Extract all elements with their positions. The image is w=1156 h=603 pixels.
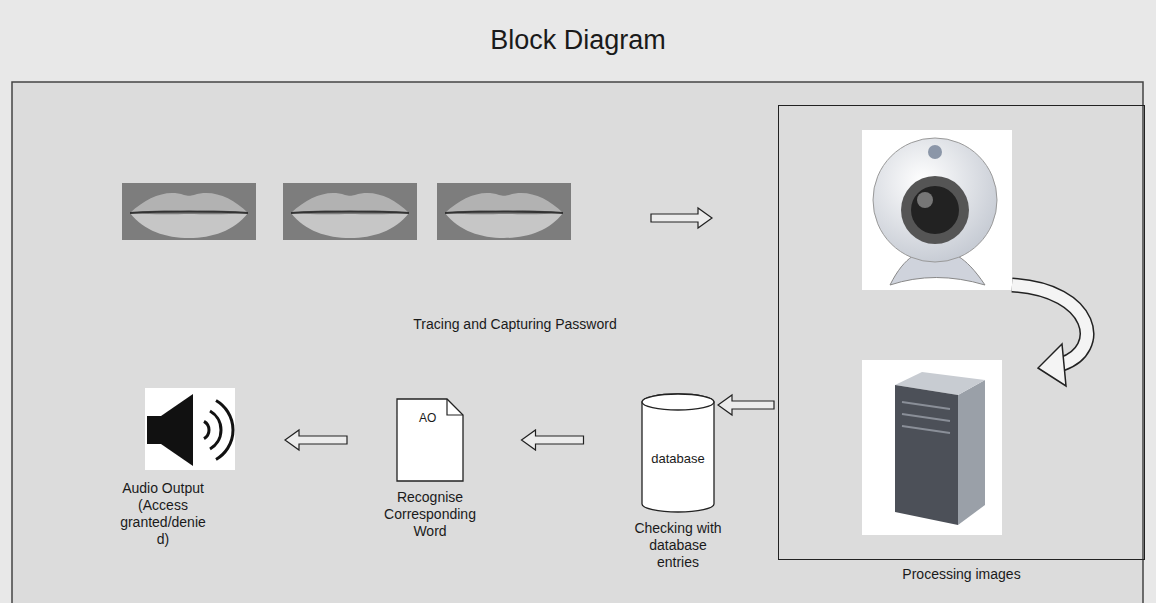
webcam-lens — [901, 176, 969, 244]
hollow-arrow — [651, 208, 712, 228]
curved-arrow — [1012, 285, 1087, 364]
speaker-magnet — [147, 416, 161, 444]
server-slot — [902, 402, 950, 433]
speaker-ground — [145, 388, 235, 470]
node-caption: Checking with database entries — [628, 520, 728, 571]
document-outline — [397, 399, 463, 481]
lens-highlight — [917, 192, 933, 208]
database-cylinder: databaseChecking with database entries — [628, 392, 728, 571]
webcam-lens — [911, 186, 959, 234]
speaker-cone — [161, 394, 193, 466]
server-side — [958, 380, 985, 525]
cylinder-top — [642, 394, 714, 410]
curved-arrow-head — [1038, 344, 1066, 386]
lips-photo — [437, 183, 571, 240]
caption-label: Tracing and Capturing Password — [380, 316, 650, 333]
sound-wave — [210, 411, 221, 449]
node-caption: Audio Output (Access granted/denie d) — [115, 480, 211, 548]
server-front — [895, 385, 958, 525]
diagram-frame — [12, 82, 1143, 603]
processing-panel: Processing images — [778, 105, 1145, 560]
lips-photo — [283, 183, 417, 240]
cylinder-body — [642, 394, 714, 512]
webcam-ground — [862, 130, 1012, 290]
hollow-arrow — [285, 430, 347, 450]
shape-text: database — [651, 451, 705, 467]
diagram-title: Block Diagram — [0, 24, 1156, 56]
document-icon: AO Recognise Corresponding Word — [372, 395, 488, 540]
hollow-arrow — [522, 430, 584, 450]
webcam-body — [873, 138, 997, 262]
document-fold — [447, 399, 463, 415]
webcam-light — [928, 145, 942, 159]
panel-heading: Processing images — [779, 566, 1144, 583]
node-caption: Recognise Corresponding Word — [375, 489, 485, 540]
curved-arrow — [1012, 285, 1087, 364]
server-ground — [862, 360, 1002, 535]
lips-photo — [122, 183, 256, 240]
speaker-icon: Audio Output (Access granted/denie d) — [115, 386, 245, 548]
hollow-arrow — [718, 395, 774, 415]
sound-wave — [204, 421, 209, 438]
shape-text: AO — [419, 410, 436, 426]
sound-wave — [216, 401, 233, 460]
